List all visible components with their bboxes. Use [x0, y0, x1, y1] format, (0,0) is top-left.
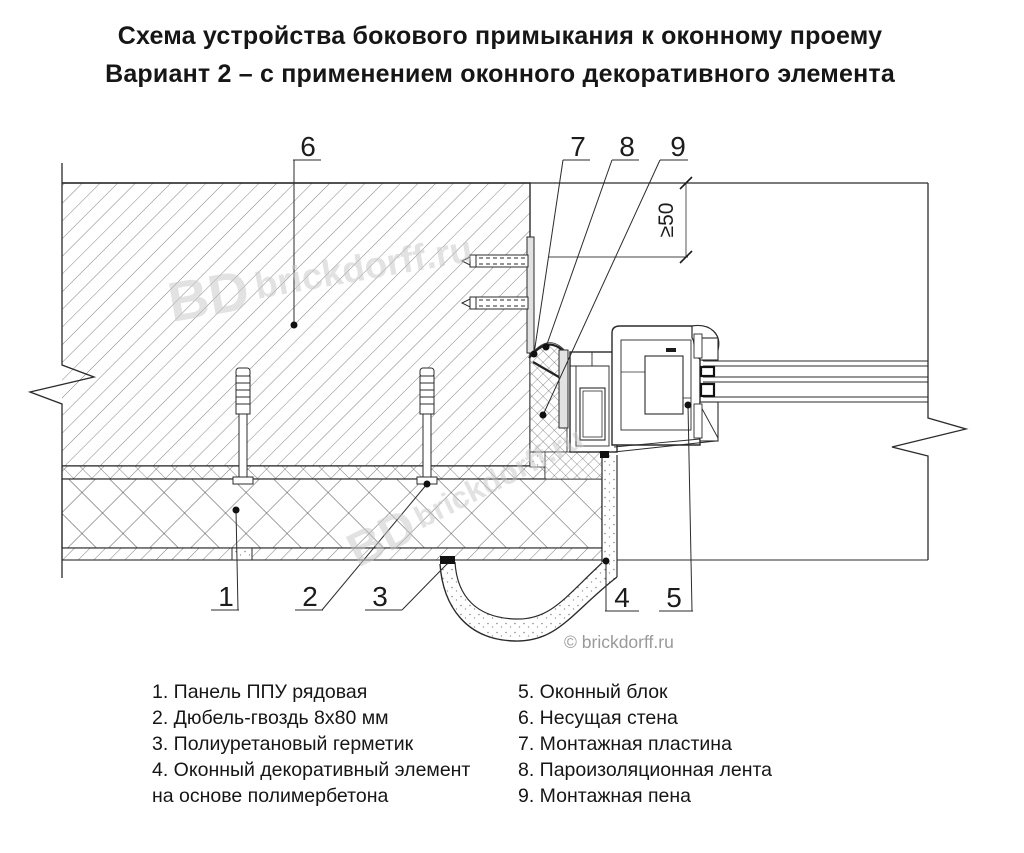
- glazing-spacer: [699, 382, 716, 398]
- legend-right-column: 5. Оконный блок 6. Несущая стена 7. Монт…: [518, 679, 772, 809]
- legend-left-column: 1. Панель ППУ рядовая 2. Дюбель-гвоздь 8…: [152, 679, 470, 809]
- legend-item-5: 5. Оконный блок: [518, 681, 668, 703]
- callout-leaders: [211, 159, 693, 612]
- mounting-plate: [526, 236, 569, 429]
- section-break-lines: [27, 163, 969, 578]
- watermark-logo: BD: [163, 258, 254, 334]
- legend-item-4-cont: на основе полимербетона: [152, 785, 389, 807]
- window-frame-profile: [569, 324, 720, 453]
- callout-7: 7: [570, 131, 586, 162]
- callout-numbers: 1 2 3 4 5 6 7 8 9: [218, 131, 686, 613]
- dimension-50: ≥50: [548, 176, 693, 264]
- sash-profile: [611, 324, 720, 453]
- legend-item-2: 2. Дюбель-гвоздь 8х80 мм: [152, 707, 389, 729]
- mounting-foam-section: [529, 342, 603, 480]
- glazing-unit: [699, 360, 928, 403]
- callout-6: 6: [300, 131, 316, 162]
- callout-1: 1: [218, 581, 234, 612]
- callout-4: 4: [614, 582, 630, 613]
- plate-anchor-bottom: [460, 296, 529, 310]
- copyright-text: © brickdorff.ru: [564, 632, 674, 652]
- callout-8: 8: [619, 131, 635, 162]
- legend-item-1: 1. Панель ППУ рядовая: [152, 681, 368, 703]
- legend-item-6: 6. Несущая стена: [518, 707, 678, 729]
- legend-item-3: 3. Полиуретановый герметик: [152, 733, 414, 755]
- panel-joint-plug: [231, 547, 253, 561]
- dowel-nail-left: [232, 367, 254, 485]
- callout-3: 3: [372, 581, 388, 612]
- legend-item-4: 4. Оконный декоративный элемент: [152, 759, 471, 781]
- callout-dots: [232, 321, 692, 565]
- plate-anchor-top: [460, 254, 529, 268]
- callout-9: 9: [670, 131, 686, 162]
- legend-item-9: 9. Монтажная пена: [518, 785, 691, 807]
- page-title: Схема устройства бокового примыкания к о…: [117, 22, 883, 50]
- callout-2: 2: [302, 581, 318, 612]
- page-subtitle: Вариант 2 – с применением оконного декор…: [105, 60, 895, 88]
- polyurethane-sealant: [440, 556, 455, 564]
- polyurethane-sealant-top: [600, 451, 609, 458]
- dimension-label: ≥50: [655, 203, 678, 238]
- glazing-spacer: [699, 365, 716, 378]
- legend-item-7: 7. Монтажная пластина: [518, 733, 732, 755]
- legend-item-8: 8. Пароизоляционная лента: [518, 759, 773, 781]
- decorative-element: [439, 455, 618, 642]
- callout-5: 5: [666, 582, 682, 613]
